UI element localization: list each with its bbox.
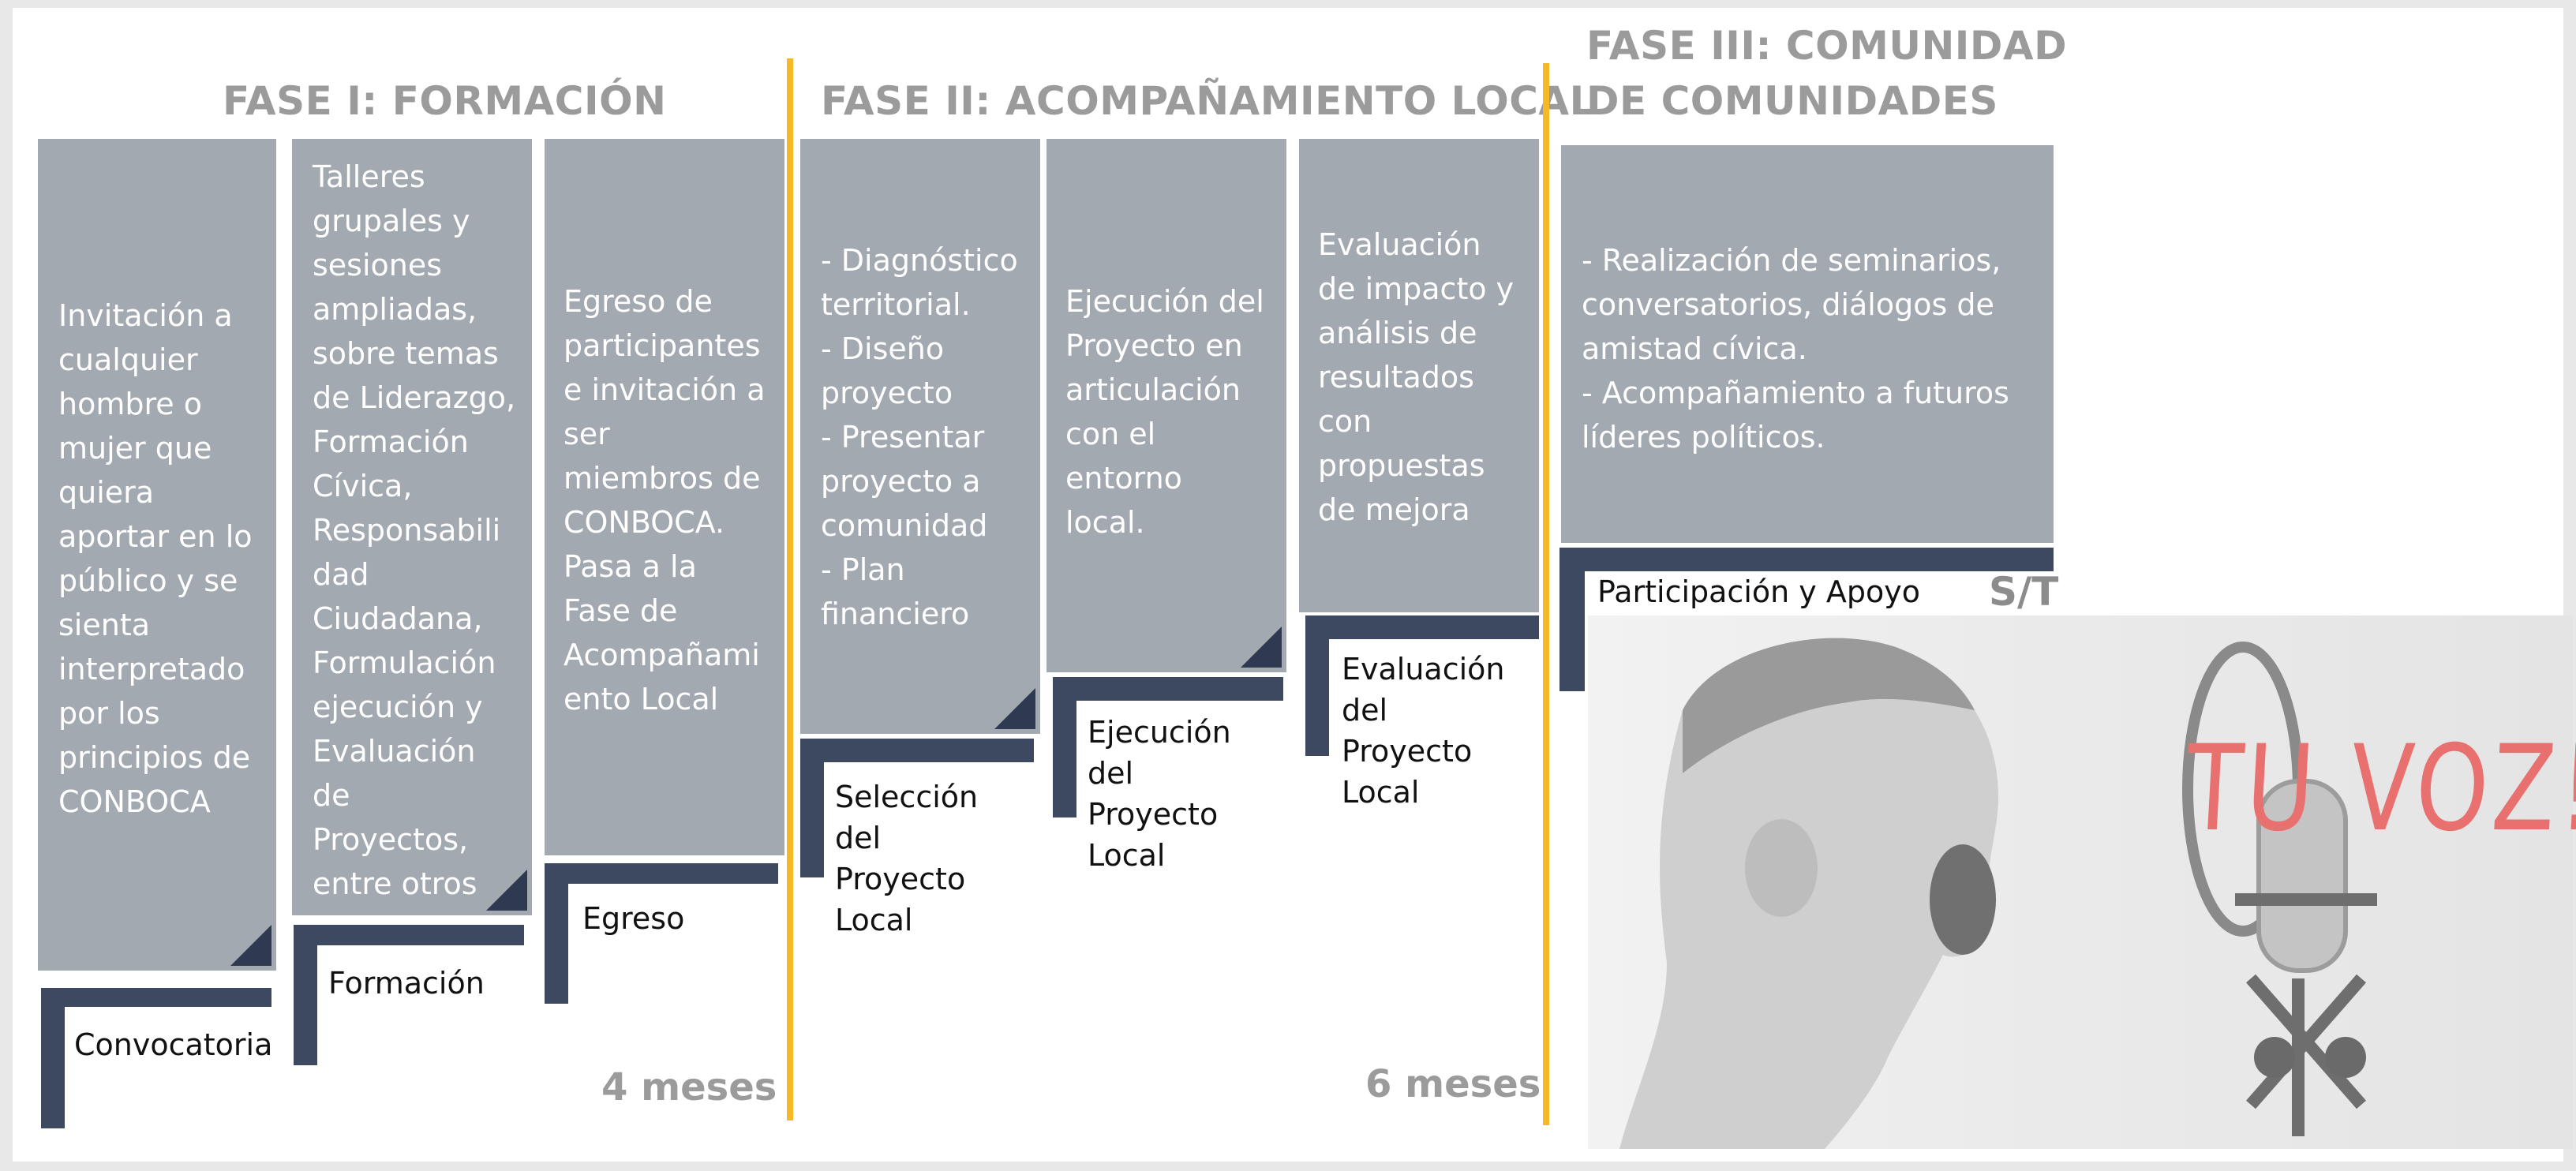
step-6-bracket-side	[1305, 615, 1329, 756]
step-4-bracket-top	[800, 739, 1034, 762]
step-1-corner-triangle	[230, 925, 271, 966]
shouting-child-illustration	[1619, 638, 2377, 1149]
step-5-bracket-side	[1053, 677, 1076, 817]
step-2-bracket-side	[294, 925, 317, 1065]
step-5-bracket-top	[1053, 677, 1283, 701]
phase-3-tag: S/T	[1989, 569, 2059, 615]
step-6-bracket-top	[1305, 615, 1539, 639]
phase-2-duration: 6 meses	[1365, 1062, 1541, 1106]
step-3-bracket-top	[545, 863, 778, 884]
phase-1-title: FASE I: FORMACIÓN	[223, 78, 667, 124]
phase-2-title: FASE II: ACOMPAÑAMIENTO LOCAL	[821, 78, 1595, 124]
step-1-bracket-top	[41, 988, 271, 1007]
step-7-desc: - Realización de seminarios,conversatori…	[1582, 243, 2009, 455]
step-2-bracket-top	[294, 925, 524, 945]
step-7-box: - Realización de seminarios,conversatori…	[1561, 145, 2054, 543]
tu-voz-text: TU VOZ!	[2182, 720, 2576, 858]
shouting-child-photo	[1588, 615, 2573, 1149]
step-1-label: Convocatoria	[74, 1027, 273, 1062]
step-1-bracket-side	[41, 988, 65, 1128]
step-7-bracket-top	[1559, 548, 2054, 571]
phase-3-title-line1: FASE III: COMUNIDAD	[1586, 23, 2068, 69]
phase-3-title-line2: DE COMUNIDADES	[1586, 78, 1998, 124]
step-3-label: Egreso	[582, 901, 685, 936]
phase-divider-2	[1543, 63, 1549, 1125]
step-4-corner-triangle	[994, 688, 1035, 729]
step-3-bracket-side	[545, 863, 568, 1004]
phase-divider-1	[787, 58, 793, 1120]
step-5-corner-triangle	[1241, 627, 1282, 668]
step-2-label: Formación	[328, 966, 485, 1001]
step-7-label: Participación y Apoyo	[1597, 574, 1920, 609]
phase-1-duration: 4 meses	[601, 1065, 777, 1109]
step-7-bracket-side	[1559, 548, 1585, 691]
step-4-bracket-side	[800, 739, 824, 877]
